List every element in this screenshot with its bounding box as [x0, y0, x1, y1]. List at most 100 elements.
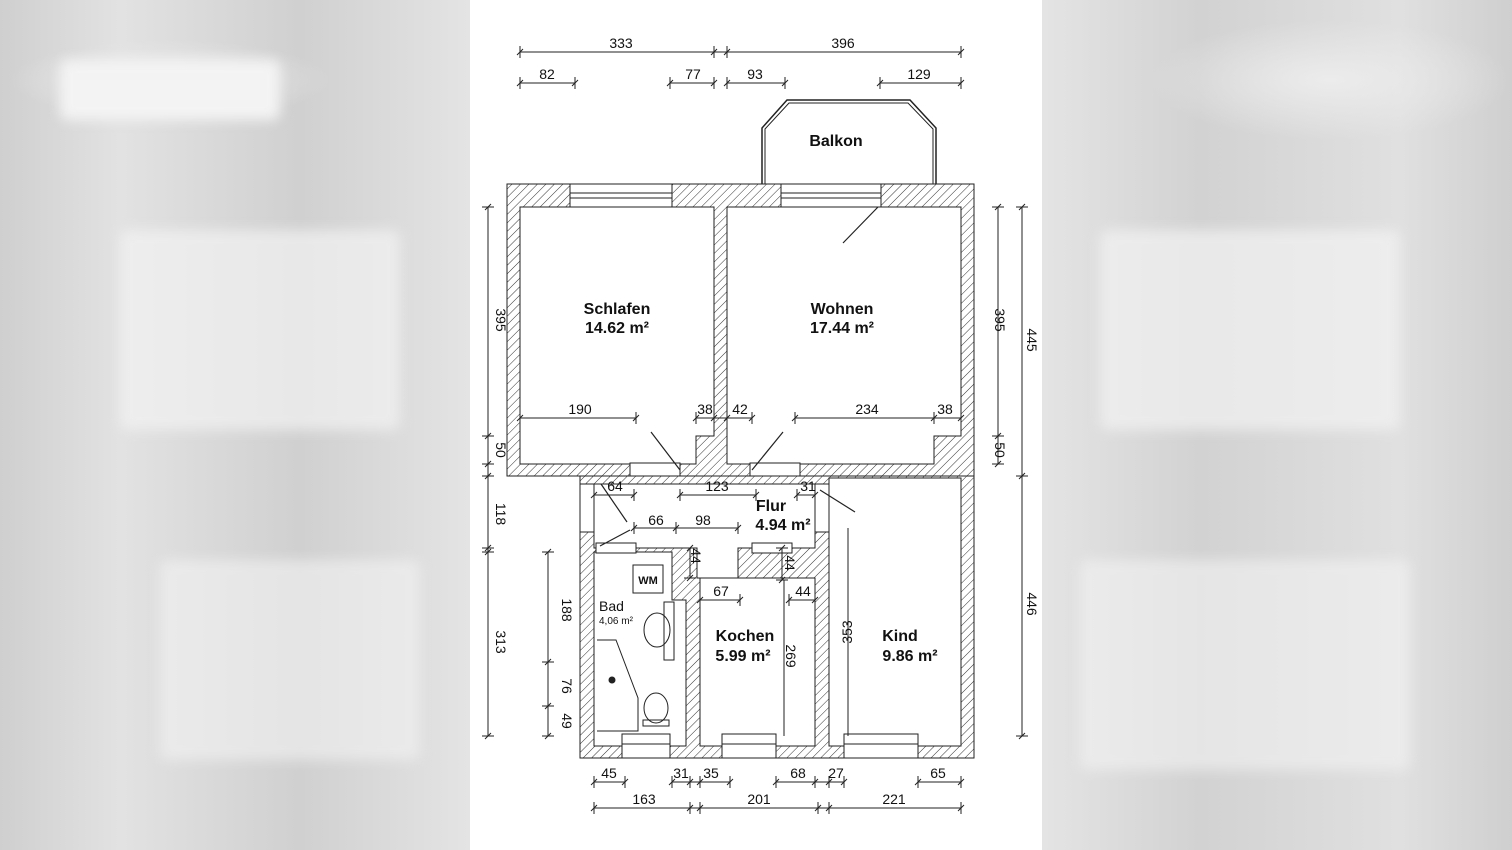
room-area-bad: 4,06 m²	[599, 616, 634, 627]
bathroom-fixtures	[597, 564, 675, 732]
dimension-line	[692, 414, 700, 422]
dimension-line	[957, 79, 965, 87]
dim-label: 118	[493, 503, 509, 526]
dim-label: 269	[783, 644, 799, 668]
walls	[506, 183, 975, 759]
room-name-bad: Bad	[599, 598, 624, 614]
dimension-line	[957, 804, 965, 812]
dimension-line	[484, 472, 492, 480]
washing-machine-icon	[632, 564, 664, 594]
dimension-line	[811, 778, 819, 786]
dimension-line	[621, 778, 629, 786]
dimension-line	[710, 79, 718, 87]
floor-plan-canvas: WM Balkon Schlafen 14.62 m² Wohnen 17.44…	[470, 0, 1042, 850]
dimension-line	[1018, 732, 1026, 740]
dimension-line	[686, 574, 694, 582]
dimension-line	[876, 79, 884, 87]
toilet-icon	[643, 692, 669, 724]
dimension-line	[840, 778, 848, 786]
dim-label: 76	[559, 678, 575, 694]
dimension-line	[696, 778, 704, 786]
room-name-kind: Kind	[882, 628, 918, 645]
dimension-line	[930, 414, 938, 422]
dimension-lines	[482, 46, 1028, 814]
dimension-line	[516, 414, 524, 422]
windows	[569, 183, 919, 759]
dim-label: 50	[493, 442, 509, 458]
washing-machine-label: WM	[638, 575, 658, 587]
dimension-line	[544, 548, 552, 556]
room-name-wohnen: Wohnen	[811, 301, 874, 318]
blur-shape	[1100, 230, 1400, 430]
room-area-kind: 9.86 m²	[882, 648, 937, 665]
dimension-line	[484, 732, 492, 740]
dim-label: 64	[607, 478, 623, 494]
dimension-line	[793, 491, 801, 499]
balcony-outline	[761, 99, 937, 184]
dimension-line	[778, 544, 786, 552]
dimension-line	[736, 596, 744, 604]
dimension-line	[484, 432, 492, 440]
dimension-line	[686, 544, 694, 552]
dimension-line	[630, 524, 638, 532]
dim-label: 50	[992, 442, 1008, 458]
dim-label: 123	[705, 478, 729, 494]
dim-label: 49	[559, 713, 575, 729]
dimension-line	[994, 460, 1002, 468]
blur-shape	[60, 60, 280, 120]
dim-label: 44	[688, 548, 704, 564]
dim-label: 68	[790, 765, 806, 781]
dimension-line	[590, 804, 598, 812]
dim-label: 234	[855, 401, 879, 417]
dimension-line	[748, 414, 756, 422]
room-area-kochen: 5.99 m²	[715, 648, 770, 665]
dimension-line	[1018, 203, 1026, 211]
sink-icon	[643, 612, 671, 648]
dimension-line	[696, 596, 704, 604]
dimension-line	[752, 491, 760, 499]
room-area-schlafen: 14.62 m²	[585, 320, 649, 337]
dimension-line	[544, 732, 552, 740]
dim-label: 395	[493, 308, 509, 332]
dim-label: 35	[703, 765, 719, 781]
dim-label: 129	[907, 66, 931, 82]
dim-label: 31	[800, 478, 816, 494]
dimension-line	[590, 778, 598, 786]
room-name-balkon: Balkon	[809, 133, 862, 150]
dimension-line	[825, 778, 833, 786]
dimension-line	[723, 79, 731, 87]
dimension-line	[791, 414, 799, 422]
dim-label: 333	[609, 35, 633, 51]
dim-label: 65	[930, 765, 946, 781]
dim-label: 77	[685, 66, 701, 82]
room-area-flur: 4.94 m²	[755, 517, 810, 534]
dimension-line	[484, 203, 492, 211]
dimension-line	[630, 491, 638, 499]
dim-label: 313	[493, 630, 509, 654]
dim-label: 395	[992, 308, 1008, 332]
dim-label: 45	[601, 765, 617, 781]
blur-shape	[1080, 560, 1410, 770]
dim-label: 396	[831, 35, 855, 51]
dimension-line	[772, 778, 780, 786]
dim-label: 201	[747, 791, 771, 807]
dimension-line	[811, 596, 819, 604]
blur-shape	[160, 560, 420, 760]
room-area-wohnen: 17.44 m²	[810, 320, 874, 337]
dimension-line	[696, 804, 704, 812]
dimension-line	[1018, 472, 1026, 480]
dim-label: 93	[747, 66, 763, 82]
dimension-line	[672, 524, 680, 532]
dimension-line	[914, 778, 922, 786]
dim-label: 353	[839, 620, 855, 644]
dimension-line	[723, 414, 731, 422]
dimension-line	[590, 491, 598, 499]
dimension-line	[666, 79, 674, 87]
dim-label: 221	[882, 791, 906, 807]
dim-label: 82	[539, 66, 555, 82]
dimension-line	[814, 804, 822, 812]
dimension-line	[781, 79, 789, 87]
dim-label: 42	[732, 401, 748, 417]
dim-label: 98	[695, 512, 711, 528]
dimension-line	[632, 414, 640, 422]
